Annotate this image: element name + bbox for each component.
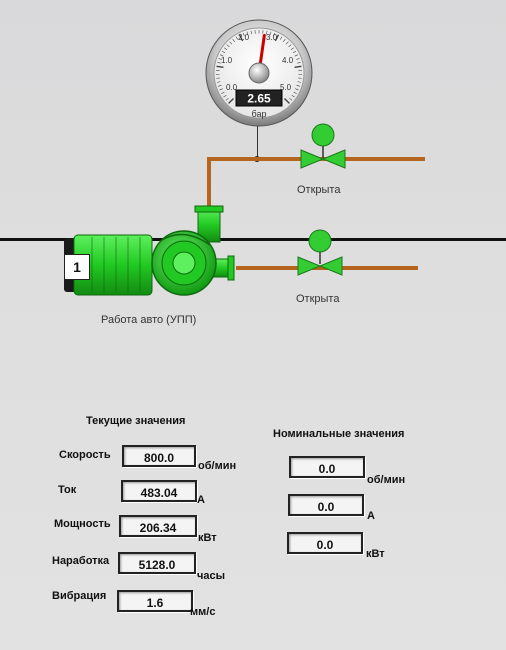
runtime-label: Наработка bbox=[52, 555, 110, 567]
gauge-stem bbox=[257, 126, 258, 160]
pressure-gauge: 0.0 1.0 2.0 3.0 4.0 5.0 2.65 бар bbox=[204, 18, 314, 128]
gauge-tick-mark bbox=[224, 47, 228, 51]
nominal-current-value[interactable]: 0.0 bbox=[288, 494, 364, 516]
gauge-tick-mark bbox=[289, 97, 293, 101]
gauge-tick-mark bbox=[296, 84, 300, 87]
nominal-power-unit: кВт bbox=[366, 548, 385, 560]
gauge-tick-mark bbox=[221, 50, 226, 54]
valve-2[interactable] bbox=[295, 228, 345, 278]
gauge-tick-mark bbox=[285, 41, 289, 45]
valve-1-status: Открыта bbox=[297, 184, 341, 196]
runtime-unit: часы bbox=[197, 570, 226, 582]
gauge-tick-3: 3.0 bbox=[266, 33, 278, 42]
vibration-value[interactable]: 1.6 bbox=[117, 590, 193, 612]
gauge-value-readout: 2.65 bbox=[247, 92, 271, 106]
gauge-tick-mark bbox=[293, 91, 297, 94]
pump-status: Работа авто (УПП) bbox=[101, 314, 197, 326]
gauge-tick-mark bbox=[232, 38, 236, 42]
speed-value[interactable]: 800.0 bbox=[122, 445, 196, 467]
current-label: Ток bbox=[58, 484, 77, 496]
gauge-tick-4: 4.0 bbox=[282, 56, 294, 65]
nominal-speed-value[interactable]: 0.0 bbox=[289, 456, 365, 478]
valve-1[interactable] bbox=[298, 122, 348, 172]
gauge-tick-mark bbox=[219, 54, 224, 57]
discharge-pipe-vertical bbox=[207, 158, 211, 210]
gauge-tick-mark bbox=[217, 62, 221, 64]
vibration-unit: мм/с bbox=[190, 606, 216, 618]
speed-label: Скорость bbox=[59, 449, 111, 461]
gauge-tick-mark bbox=[297, 81, 302, 83]
nominal-values-heading: Номинальные значения bbox=[273, 428, 405, 440]
gauge-tick-mark bbox=[295, 88, 299, 91]
gauge-tick-mark bbox=[221, 91, 225, 94]
nominal-speed-unit: об/мин bbox=[367, 474, 406, 486]
gauge-tick-mark bbox=[290, 47, 294, 51]
gauge-tick-mark bbox=[219, 88, 223, 91]
power-unit: кВт bbox=[198, 532, 217, 544]
gauge-tick-mark bbox=[273, 32, 276, 37]
gauge-tick-mark bbox=[246, 31, 249, 36]
gauge-tick-mark bbox=[274, 34, 280, 42]
gauge-tick-mark bbox=[218, 84, 222, 87]
gauge-tick-mark bbox=[216, 65, 224, 69]
pump-number-badge: 1 bbox=[64, 254, 90, 280]
runtime-value[interactable]: 5128.0 bbox=[118, 552, 196, 574]
speed-unit: об/мин bbox=[198, 460, 237, 472]
gauge-tick-2: 2.0 bbox=[238, 33, 250, 42]
gauge-tick-1: 1.0 bbox=[221, 56, 233, 65]
gauge-tick-mark bbox=[223, 94, 227, 98]
gauge-tick-mark bbox=[297, 62, 301, 64]
gauge-tick-mark bbox=[296, 58, 300, 60]
gauge-tick-mark bbox=[226, 44, 230, 48]
gauge-unit: бар bbox=[252, 109, 267, 119]
gauge-tick-mark bbox=[228, 97, 235, 104]
current-unit: А bbox=[197, 494, 205, 506]
gauge-tick-mark bbox=[225, 97, 229, 101]
gauge-tick-mark bbox=[242, 32, 245, 37]
current-value[interactable]: 483.04 bbox=[121, 480, 197, 502]
gauge-hub bbox=[248, 62, 270, 84]
gauge-tick-mark bbox=[250, 30, 252, 35]
power-value[interactable]: 206.34 bbox=[119, 515, 197, 537]
valve-2-status: Открыта bbox=[296, 293, 340, 305]
gauge-tick-mark bbox=[288, 44, 292, 48]
gauge-tick-5: 5.0 bbox=[280, 83, 292, 92]
gauge-tick-mark bbox=[238, 34, 244, 42]
nominal-current-unit: А bbox=[367, 510, 375, 522]
gauge-tick-mark bbox=[229, 41, 233, 45]
vibration-label: Вибрация bbox=[52, 590, 107, 602]
gauge-tick-mark bbox=[282, 38, 286, 42]
gauge-tick-mark bbox=[291, 94, 295, 98]
valve-actuator-icon bbox=[311, 123, 335, 147]
gauge-tick-mark bbox=[269, 31, 272, 36]
gauge-tick-mark bbox=[279, 36, 283, 40]
gauge-tick-mark bbox=[283, 97, 290, 104]
gauge-tick-mark bbox=[294, 54, 299, 57]
gauge-tick-mark bbox=[266, 30, 268, 35]
gauge-tick-mark bbox=[235, 36, 239, 40]
gauge-tick-mark bbox=[294, 65, 302, 69]
gauge-tick-0: 0.0 bbox=[226, 83, 238, 92]
power-label: Мощность bbox=[54, 518, 111, 530]
nominal-power-value[interactable]: 0.0 bbox=[287, 532, 363, 554]
screen-divider-line bbox=[0, 238, 506, 241]
current-values-heading: Текущие значения bbox=[86, 415, 186, 427]
gauge-tick-mark bbox=[218, 58, 222, 60]
gauge-tick-mark bbox=[292, 50, 297, 54]
gauge-tick-mark bbox=[216, 81, 221, 83]
valve-body-icon bbox=[300, 149, 325, 169]
valve-body-icon bbox=[297, 256, 322, 276]
valve-actuator-icon bbox=[308, 229, 332, 253]
